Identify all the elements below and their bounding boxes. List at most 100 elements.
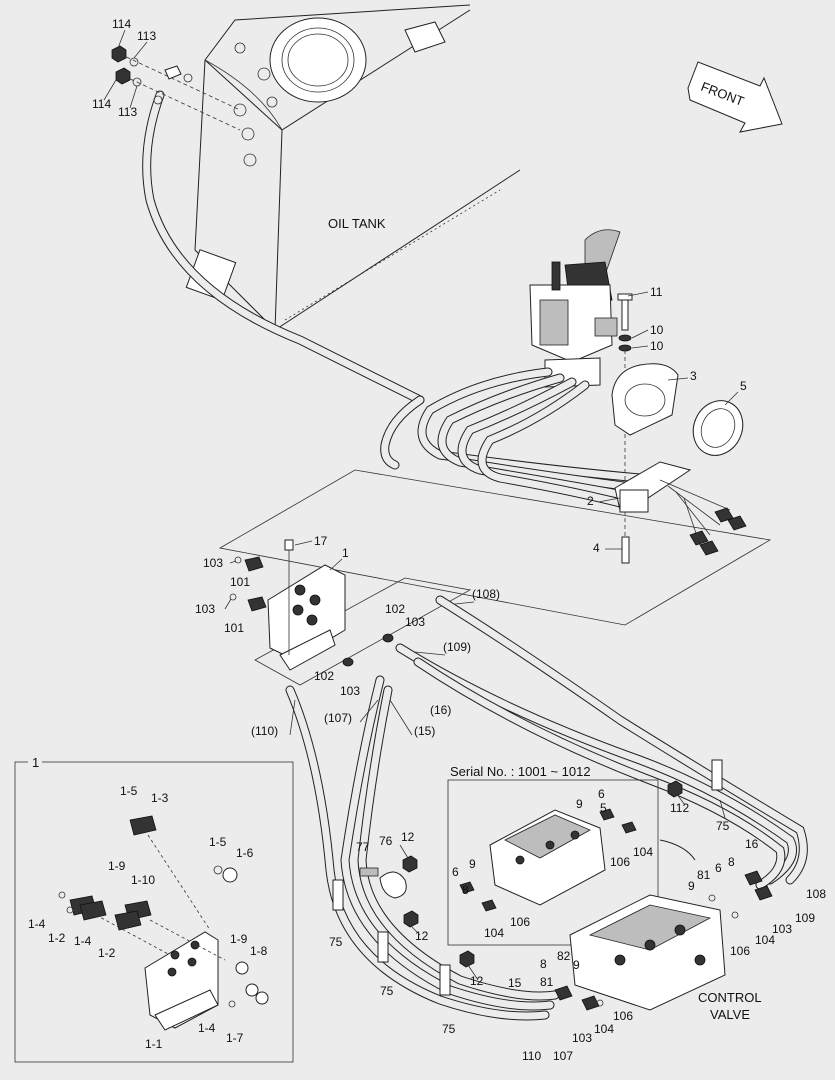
label-104: 104 <box>484 926 504 940</box>
label-106: 106 <box>510 915 530 929</box>
label-6: 6 <box>598 787 605 801</box>
label-103: 103 <box>195 602 215 616</box>
label-6: 6 <box>715 861 722 875</box>
label-1-4: 1-4 <box>198 1021 216 1035</box>
label-11: 11 <box>650 285 663 299</box>
serial-inset: Serial No. : 1001 ~ 1012 <box>447 764 696 946</box>
hose-clamps <box>332 759 723 996</box>
tank-fittings <box>111 45 241 131</box>
label-104: 104 <box>633 845 653 859</box>
joystick-assembly <box>529 229 621 388</box>
label-75: 75 <box>716 819 730 833</box>
label-1-6: 1-6 <box>236 846 254 860</box>
label-10: 10 <box>650 323 664 337</box>
bracket-detail-inset: 1 <box>14 755 294 1063</box>
label-103: 103 <box>203 556 223 570</box>
label-16: 16 <box>745 837 759 851</box>
label-17: 17 <box>314 534 328 548</box>
label-110: 110 <box>522 1049 541 1063</box>
label-81: 81 <box>540 975 554 989</box>
label-102: 102 <box>314 669 334 683</box>
label-107: 107 <box>553 1049 573 1063</box>
label-106: 106 <box>613 1009 633 1023</box>
label-1-9: 1-9 <box>230 932 248 946</box>
label-6: 6 <box>452 865 459 879</box>
leader-lines <box>103 29 739 981</box>
label-1-3: 1-3 <box>151 791 169 805</box>
label-101: 101 <box>230 575 250 589</box>
label-1-5: 1-5 <box>120 784 138 798</box>
label-81: 81 <box>697 868 711 882</box>
label-1-4: 1-4 <box>28 917 46 931</box>
label-75: 75 <box>329 935 343 949</box>
label-113: 113 <box>137 29 156 43</box>
label-1-5: 1-5 <box>209 835 227 849</box>
label-12: 12 <box>415 929 429 943</box>
label-112: 112 <box>670 801 689 815</box>
label-106: 106 <box>730 944 750 958</box>
label-108: 108 <box>806 887 826 901</box>
mounting-hardware <box>611 293 747 564</box>
label-8: 8 <box>462 883 469 897</box>
label-107: (107) <box>324 711 352 725</box>
label-8: 8 <box>540 957 547 971</box>
label-1-2: 1-2 <box>48 931 66 945</box>
label-113: 113 <box>118 105 137 119</box>
bracket-inset-number: 1 <box>32 755 39 770</box>
label-1-1: 1-1 <box>145 1037 163 1051</box>
label-12: 12 <box>401 830 415 844</box>
label-75: 75 <box>442 1022 456 1036</box>
label-3: 3 <box>690 369 697 383</box>
label-1-9: 1-9 <box>108 859 126 873</box>
label-1-2: 1-2 <box>98 946 116 960</box>
label-104: 104 <box>755 933 775 947</box>
label-1-7: 1-7 <box>226 1031 244 1045</box>
label-103: 103 <box>405 615 425 629</box>
oil-tank-title: OIL TANK <box>328 216 386 231</box>
label-9: 9 <box>573 958 580 972</box>
label-103: 103 <box>572 1031 592 1045</box>
label-9: 9 <box>576 797 583 811</box>
label-2: 2 <box>587 494 594 508</box>
label-9: 9 <box>688 879 695 893</box>
label-16: (16) <box>430 703 451 717</box>
label-103: 103 <box>772 922 792 936</box>
label-12: 12 <box>470 974 484 988</box>
control-valve-title-2: VALVE <box>710 1007 750 1022</box>
front-arrow: FRONT <box>687 61 783 133</box>
label-10: 10 <box>650 339 664 353</box>
label-77: 77 <box>356 840 370 854</box>
label-5: 5 <box>740 379 747 393</box>
label-82: 82 <box>557 949 571 963</box>
label-15: 15 <box>508 976 522 990</box>
bracket-1 <box>229 539 394 671</box>
label-109: (109) <box>443 640 471 654</box>
label-9: 9 <box>469 857 476 871</box>
label-114: 114 <box>112 17 131 31</box>
label-5: 5 <box>600 801 607 815</box>
main-hoses <box>285 595 808 1021</box>
control-valve: CONTROL VALVE <box>554 870 773 1022</box>
label-1-10: 1-10 <box>131 873 155 887</box>
label-101: 101 <box>224 621 244 635</box>
label-1-4: 1-4 <box>74 934 92 948</box>
label-110: (110) <box>251 724 278 738</box>
serial-title: Serial No. : 1001 ~ 1012 <box>450 764 591 779</box>
label-109: 109 <box>795 911 815 925</box>
joystick-hoses <box>380 367 645 513</box>
control-valve-title-1: CONTROL <box>698 990 762 1005</box>
part-labels: 114 113 114 113 11 10 10 3 5 2 4 17 1 10… <box>28 17 826 1063</box>
oil-tank: OIL TANK <box>185 4 521 332</box>
label-108: (108) <box>472 587 500 601</box>
label-76: 76 <box>379 834 393 848</box>
label-104: 104 <box>594 1022 614 1036</box>
reference-planes <box>218 469 772 686</box>
label-75: 75 <box>380 984 394 998</box>
label-103: 103 <box>340 684 360 698</box>
label-102: 102 <box>385 602 405 616</box>
label-1-8: 1-8 <box>250 944 268 958</box>
label-1: 1 <box>342 546 349 560</box>
label-8: 8 <box>728 855 735 869</box>
tank-return-hose <box>142 90 425 405</box>
